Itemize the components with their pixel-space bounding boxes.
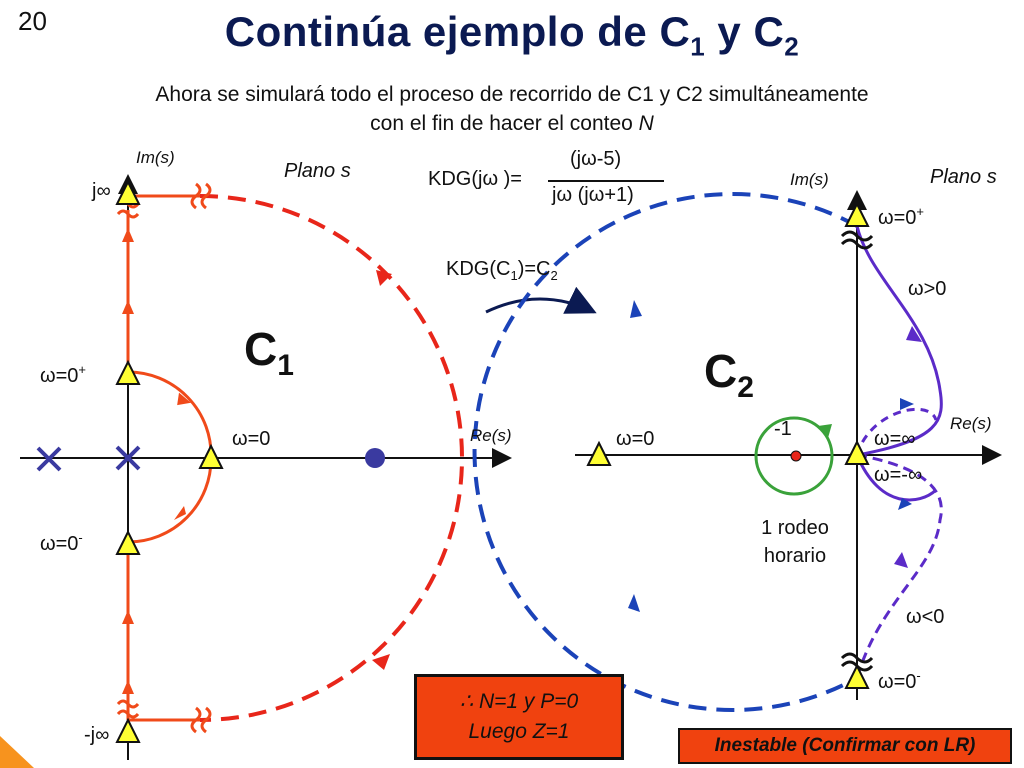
encirclement-circle: [754, 416, 834, 496]
mapping-arrow: [485, 286, 597, 314]
corner-decoration: [0, 736, 34, 768]
w-gt0-label: ω>0: [908, 278, 947, 300]
c1-arrow-up-2: [122, 228, 134, 242]
c2-branch-positive: [855, 225, 943, 457]
marker-right-w0: [586, 440, 612, 466]
w0plus-label: ω=0+: [40, 362, 87, 387]
c1-large-arc-arrow-bottom: [372, 654, 390, 670]
marker-right-w0minus: [844, 663, 870, 689]
left-re-label: Re(s): [470, 426, 512, 445]
marker-j-inf: [115, 179, 141, 205]
c1-arc-arrow-2: [174, 506, 186, 520]
marker-right-w0plus: [844, 201, 870, 227]
c1-arc-arrow-1: [177, 392, 191, 406]
minus-one-point: [790, 450, 802, 462]
encirclement-label: 1 rodeo horario: [761, 517, 829, 567]
tf-denominator: jω (jω+1): [552, 184, 634, 206]
right-w0-label: ω=0: [616, 428, 655, 450]
c2-inf-loop-arrow-2: [898, 498, 912, 510]
left-im-label: Im(s): [136, 148, 175, 167]
zero-marker: [365, 448, 385, 468]
w0minus-label: ω=0-: [40, 530, 83, 555]
right-plane-label: Plano s: [930, 166, 997, 188]
c2-large-arc: [472, 192, 858, 712]
c2-label: C2: [704, 345, 754, 405]
c2-branch-negative: [855, 453, 943, 679]
conclusion-box: Inestable (Confirmar con LR): [678, 728, 1012, 764]
result-line-2: Luego Z=1: [468, 720, 570, 743]
w-neginf-label: ω=-∞: [874, 464, 923, 486]
marker-w0: [198, 443, 224, 469]
c2-branch-pos-arrow: [906, 326, 922, 342]
c1-large-arc: [199, 194, 464, 722]
c1-arrow-up-1: [122, 300, 134, 314]
right-w0minus-label: ω=0-: [878, 668, 921, 693]
w0-label: ω=0: [232, 428, 271, 450]
c1-arrow-up-3: [122, 610, 134, 624]
subtitle: Ahora se simulará todo el proceso de rec…: [155, 83, 869, 135]
c2-inf-loop-arrow: [900, 398, 914, 410]
pole-at-origin: [115, 445, 141, 471]
result-line-1: ∴ N=1 y P=0: [459, 690, 579, 713]
tf-numerator: (jω-5): [570, 148, 622, 170]
left-plane-label: Plano s: [284, 160, 351, 182]
w-lt0-label: ω<0: [906, 606, 945, 628]
c2-arrow-bottom: [628, 594, 640, 612]
right-w0plus-label: ω=0+: [878, 204, 925, 229]
right-re-label: Re(s): [950, 414, 992, 433]
left-axes: [20, 174, 512, 760]
marker-neg-j-inf: [115, 717, 141, 743]
result-box: ∴ N=1 y P=0 Luego Z=1: [414, 674, 624, 760]
c1-arrow-up-4: [122, 680, 134, 694]
c2-inf-loop-top: [855, 407, 938, 456]
marker-w0minus: [115, 529, 141, 555]
c2-markers: [586, 201, 870, 689]
mapping-label: KDG(C1)=C2: [446, 258, 558, 283]
page-title: Continúa ejemplo de C1 y C2: [224, 8, 800, 62]
c2-arrow-top: [630, 300, 642, 318]
tf-lhs: KDG(jω )=: [428, 168, 522, 190]
slide-number: 20: [18, 6, 47, 36]
marker-w0plus: [115, 359, 141, 385]
marker-right-w-inf: [844, 439, 870, 465]
c1-label: C1: [244, 323, 294, 383]
neg-j-inf-label: -j∞: [84, 724, 110, 746]
c2-branch-neg-arrow: [894, 552, 908, 568]
minus-one-label: -1: [774, 418, 792, 440]
j-inf-label: j∞: [92, 180, 111, 202]
w-inf-label: ω=∞: [874, 428, 916, 450]
pole-at-minus-one: [36, 446, 62, 472]
right-im-label: Im(s): [790, 170, 829, 189]
c2-inf-loop-bottom: [855, 454, 938, 502]
c1-large-arc-arrow-top: [376, 270, 392, 286]
c1-markers: [115, 179, 224, 743]
encirclement-arrow: [818, 424, 832, 438]
c1-imag-arrows: [122, 228, 134, 694]
